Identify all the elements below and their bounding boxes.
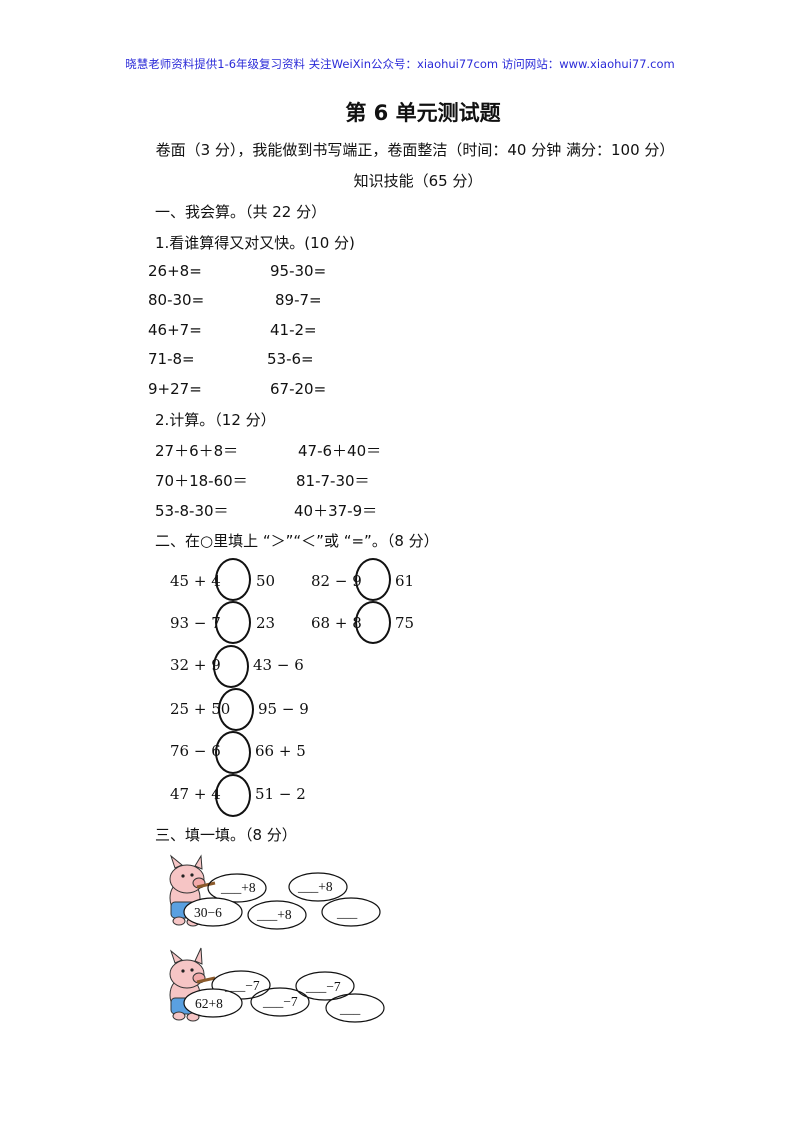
compare-right: 51 − 2 [255, 785, 306, 803]
problem: 41-2= [270, 321, 317, 339]
answer-circle[interactable] [215, 601, 251, 644]
chain-2-start: 62+8 [195, 996, 223, 1011]
chain-2-step-1: ___−7 [224, 978, 260, 993]
compare-right: 66 + 5 [255, 742, 306, 760]
problem: 80-30= [148, 291, 205, 309]
page-title: 第 6 单元测试题 [345, 101, 501, 125]
problem: 81-7-30＝ [296, 472, 370, 490]
exam-subtitle: 卷面（3 分），我能做到书写端正，卷面整洁（时间：40 分钟 满分：100 分） [155, 141, 675, 159]
chain-1-step-1: ___+8 [220, 880, 256, 895]
problem: 27＋6＋8＝ [155, 442, 239, 460]
section-1-heading: 一、我会算。（共 22 分） [155, 203, 327, 221]
answer-circle[interactable] [215, 774, 251, 817]
answer-circle[interactable] [215, 731, 251, 774]
problem: 67-20= [270, 380, 327, 398]
problem: 95-30= [270, 262, 327, 280]
problem: 53-8-30＝ [155, 502, 229, 520]
problem: 70＋18-60＝ [155, 472, 248, 490]
fill-chain-1: ___+8 ___+8 30−6 ___+8 ___ [169, 854, 381, 930]
compare-right: 75 [395, 614, 415, 632]
chain-1-start: 30−6 [194, 905, 222, 920]
compare-right: 43 − 6 [253, 656, 304, 674]
answer-circle[interactable] [355, 601, 391, 644]
compare-right: 50 [256, 572, 276, 590]
answer-circle[interactable] [215, 558, 251, 601]
problem: 9+27= [148, 380, 202, 398]
chain-1-end: ___ [336, 905, 358, 920]
chain-2-step-2: ___−7 [262, 994, 298, 1009]
compare-left: 68 + 8 [311, 614, 362, 632]
problem: 89-7= [275, 291, 322, 309]
section-1-part-1-title: 1.看谁算得又对又快。(10 分) [155, 234, 355, 252]
compare-right: 95 − 9 [258, 700, 309, 718]
answer-circle[interactable] [355, 558, 391, 601]
compare-left: 82 − 9 [311, 572, 362, 590]
compare-left: 32 + 9 [170, 656, 221, 674]
compare-right: 61 [395, 572, 415, 590]
problem: 53-6= [267, 350, 314, 368]
compare-left: 45 + 4 [170, 572, 221, 590]
compare-left: 25 + 50 [170, 700, 231, 718]
section-3-heading: 三、填一填。（8 分） [155, 826, 297, 844]
chain-2-end: ___ [339, 1001, 361, 1016]
page-header-banner: 晓慧老师资料提供1-6年级复习资料 关注WeiXin公众号：xiaohui77c… [125, 57, 675, 71]
chain-2-step-3: ___−7 [305, 979, 341, 994]
problem: 40＋37-9＝ [294, 502, 378, 520]
answer-circle[interactable] [218, 688, 254, 731]
compare-left: 93 − 7 [170, 614, 221, 632]
fill-chain-2: ___−7 ___−7 62+8 ___−7 ___ [169, 947, 385, 1023]
chain-1-step-3: ___+8 [297, 879, 333, 894]
problem: 26+8= [148, 262, 202, 280]
chain-1-step-2: ___+8 [256, 907, 292, 922]
section-1-part-2-title: 2.计算。（12 分） [155, 411, 276, 429]
section-2-heading: 二、在○里填上 “＞”“＜”或 “=”。（8 分） [155, 532, 439, 550]
compare-right: 23 [256, 614, 276, 632]
compare-left: 47 + 4 [170, 785, 221, 803]
knowledge-skills-label: 知识技能（65 分） [353, 172, 483, 190]
compare-left: 76 − 6 [170, 742, 221, 760]
problem: 46+7= [148, 321, 202, 339]
problem: 47-6＋40＝ [298, 442, 382, 460]
problem: 71-8= [148, 350, 195, 368]
answer-circle[interactable] [213, 645, 249, 688]
